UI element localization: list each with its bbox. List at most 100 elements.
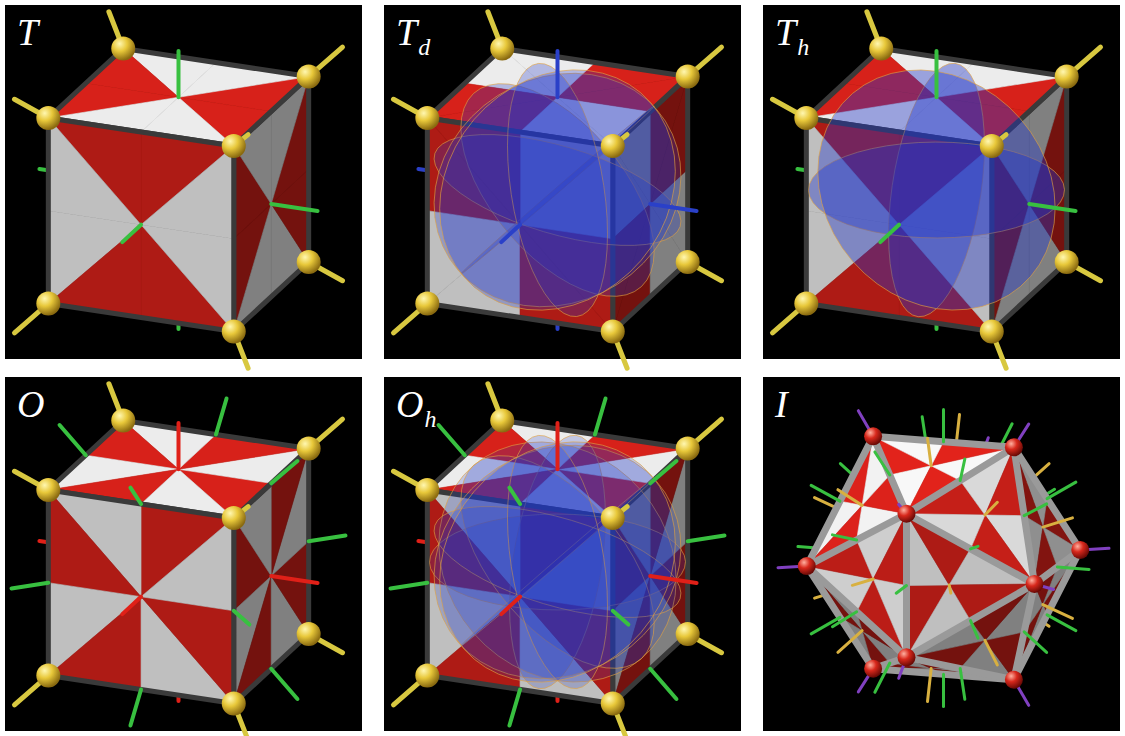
symmetry-axis [942,410,945,442]
symmetry-axis [971,546,979,549]
symmetry-axis [177,423,181,469]
panel [5,377,362,736]
panel-background [384,377,741,731]
symmetry-axis [509,488,520,504]
vertex-sphere [111,37,135,61]
panel-background [763,377,1120,731]
panel [5,5,362,368]
group-subscript: h [797,35,809,59]
vertex-sphere [798,557,816,575]
vertex-sphere [1055,250,1079,274]
group-subscript: h [424,407,436,431]
panel [384,5,741,368]
symmetry-axis [960,669,965,700]
symmetry-axis [985,640,997,665]
face-triangle [48,118,141,225]
symmetry-axis [595,399,606,435]
vertex-sphere [111,409,135,433]
vertex-sphere [1026,575,1044,593]
symmetry-axis [927,438,931,465]
symmetry-axis [971,621,979,638]
group-label: I [775,385,788,423]
mirror-plane [818,70,1055,310]
symmetry-axis [509,689,520,725]
vertex-sphere [415,663,439,687]
vertex-sphere [36,106,60,130]
symmetry-axis [271,669,297,699]
symmetry-axis [832,612,856,627]
vertex-sphere [222,319,246,343]
cube-edge [48,490,233,704]
symmetry-axis [271,576,317,583]
icosahedron-edge [907,584,1035,657]
symmetry-axis [852,579,873,585]
symmetry-axis [1024,632,1046,653]
vertex-sphere [490,37,514,61]
panel [384,377,741,736]
face-triangle [141,597,234,704]
symmetry-axis [811,485,840,501]
symmetry-axis [985,502,997,515]
vertex-sphere [297,437,321,461]
symmetry-axis [613,611,629,625]
symmetry-axis [650,576,696,583]
symmetry-axis [130,488,141,504]
symmetry-axis [650,204,696,211]
vertex-sphere [676,250,700,274]
cube-edge [48,118,233,332]
vertex-sphere [794,106,818,130]
vertex-sphere [415,106,439,130]
symmetry-axis [234,611,250,625]
group-label: O [17,385,44,423]
vertex-sphere [490,409,514,433]
panel-background [5,377,362,731]
vertex-sphere [222,691,246,715]
vertex-sphere [297,250,321,274]
symmetry-axis [650,461,676,483]
vertex-sphere [222,506,246,530]
mirror-plane [440,442,676,682]
symmetry-axis [271,204,317,211]
face-triangle [141,225,234,332]
panel-background [384,5,741,359]
symmetry-axis [1057,567,1089,569]
face-triangle [907,585,971,657]
mirror-plane [439,442,676,682]
symmetry-axis [1043,518,1073,527]
symmetry-axis [942,674,945,706]
vertex-sphere [898,648,916,666]
vertex-sphere [1005,438,1023,456]
vertex-sphere [36,291,60,315]
vertex-sphere [1071,541,1089,559]
mirror-plane [440,70,676,310]
vertex-sphere [415,291,439,315]
symmetry-axis [1047,615,1076,631]
panel [763,377,1120,731]
group-label: T [17,13,38,51]
symmetry-axis [439,425,465,455]
vertex-sphere [222,134,246,158]
symmetry-axis [271,461,297,483]
symmetry-axis [1029,204,1075,211]
icosahedron-edge [907,514,1035,584]
symmetry-axis [838,631,862,653]
symmetry-axis [949,585,951,593]
vertex-sphere [1055,65,1079,89]
group-label: T [396,13,417,51]
symmetry-axis [1024,504,1046,516]
symmetry-axis [309,535,346,541]
group-subscript: d [418,35,430,59]
vertex-sphere [676,437,700,461]
face-triangle [141,225,234,332]
symmetry-axis [216,399,227,435]
face-triangle [141,146,234,239]
symmetry-axis [60,425,86,455]
vertex-sphere [864,660,882,678]
vertex-sphere [898,505,916,523]
vertex-sphere [980,134,1004,158]
symmetry-axis [875,452,890,475]
symmetry-axis [935,51,939,97]
group-label: O [396,385,423,423]
symmetry-axis [177,51,181,97]
